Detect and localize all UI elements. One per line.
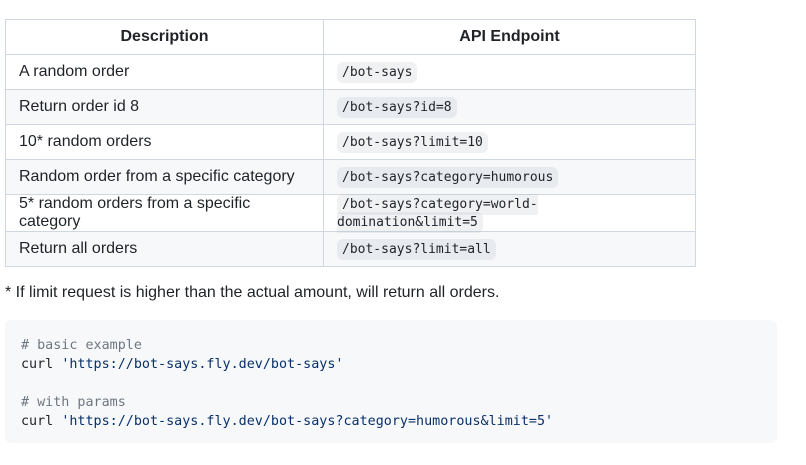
- endpoint-code: /bot-says?id=8: [337, 97, 457, 118]
- api-endpoints-table: Description API Endpoint A random order/…: [5, 19, 696, 267]
- code-url: 'https://bot-says.fly.dev/bot-says?categ…: [61, 414, 554, 429]
- description-cell: 10* random orders: [5, 124, 324, 160]
- code-block[interactable]: # basic example curl 'https://bot-says.f…: [5, 320, 777, 443]
- table-header-row: Description API Endpoint: [5, 19, 696, 55]
- code-url: 'https://bot-says.fly.dev/bot-says': [61, 357, 344, 372]
- code-command: curl: [21, 414, 62, 429]
- table-row: A random order/bot-says: [5, 54, 696, 90]
- endpoint-code: /bot-says?category=humorous: [337, 167, 559, 188]
- table-row: Return order id 8/bot-says?id=8: [5, 89, 696, 125]
- table-row: Return all orders/bot-says?limit=all: [5, 231, 696, 267]
- code-comment: # with params: [21, 395, 126, 410]
- endpoint-code: /bot-says?limit=all: [337, 239, 496, 260]
- description-cell: Return order id 8: [5, 89, 324, 125]
- table-row: 5* random orders from a specific categor…: [5, 194, 696, 233]
- table-row: 10* random orders/bot-says?limit=10: [5, 124, 696, 160]
- description-cell: Random order from a specific category: [5, 159, 324, 195]
- endpoint-code: /bot-says?limit=10: [337, 132, 488, 153]
- description-cell: A random order: [5, 54, 324, 90]
- code-command: curl: [21, 357, 62, 372]
- code-comment: # basic example: [21, 338, 142, 353]
- description-cell: Return all orders: [5, 231, 324, 267]
- header-api-endpoint: API Endpoint: [323, 19, 696, 55]
- endpoint-code: /bot-says: [337, 62, 418, 83]
- header-description: Description: [5, 19, 324, 55]
- table-row: Random order from a specific category/bo…: [5, 159, 696, 195]
- endpoint-code: /bot-says?category=world-domination&limi…: [337, 194, 538, 233]
- footnote: * If limit request is higher than the ac…: [5, 284, 500, 301]
- description-cell: 5* random orders from a specific categor…: [5, 194, 324, 232]
